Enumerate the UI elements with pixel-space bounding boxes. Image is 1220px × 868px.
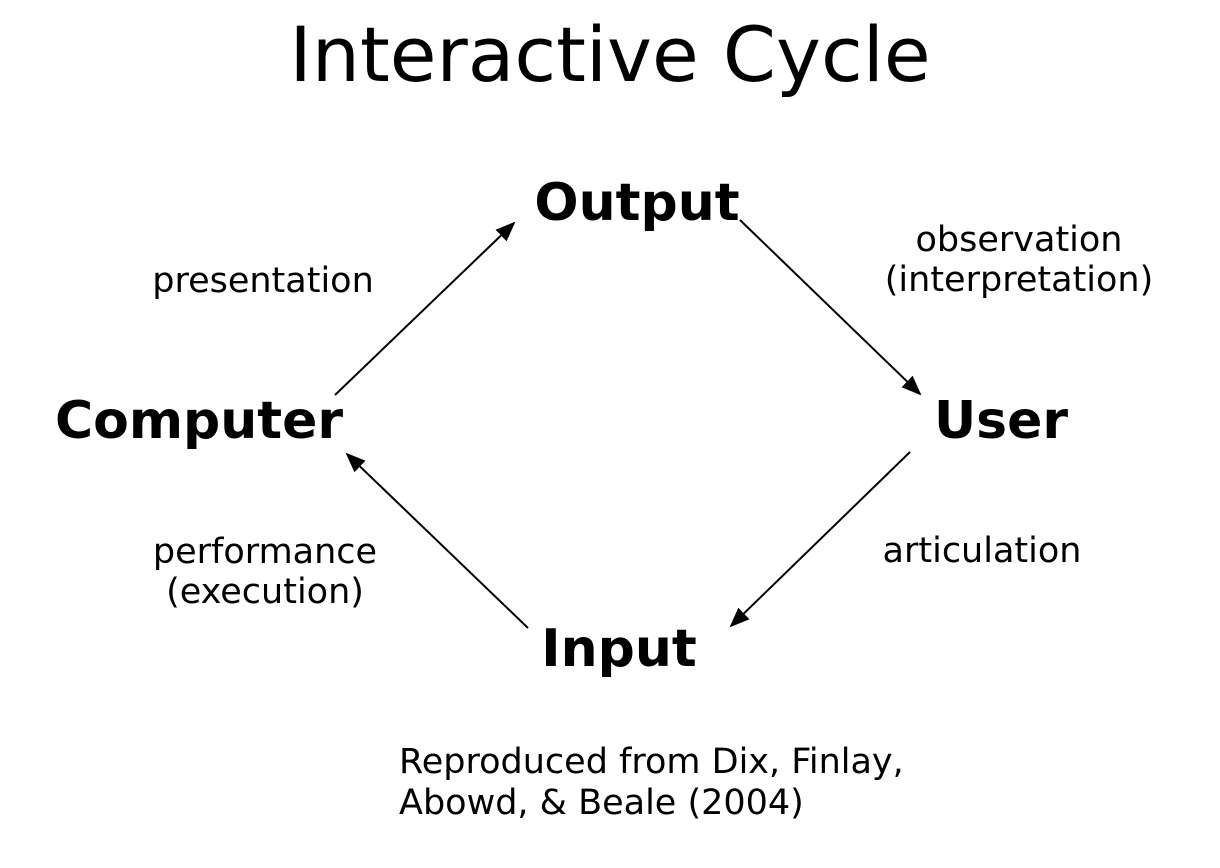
caption: Reproduced from Dix, Finlay, Abowd, & Be… xyxy=(399,742,904,824)
edge-label-articulation: articulation xyxy=(882,531,1082,571)
page-title: Interactive Cycle xyxy=(289,10,931,99)
caption-line1: Reproduced from Dix, Finlay, xyxy=(399,742,904,782)
edge-label-observation-line1: observation xyxy=(915,220,1123,260)
caption-line2: Abowd, & Beale (2004) xyxy=(399,783,804,823)
node-computer: Computer xyxy=(54,391,344,451)
arrow-input-to-computer xyxy=(345,452,529,629)
edge-label-performance: performance (execution) xyxy=(153,532,377,612)
node-user: User xyxy=(933,391,1069,451)
edge-label-performance-line2: (execution) xyxy=(166,572,364,612)
arrow-computer-to-output xyxy=(334,221,516,396)
edge-label-observation: observation (interpretation) xyxy=(885,220,1153,300)
node-input: Input xyxy=(541,619,697,679)
arrow-output-to-user xyxy=(739,219,922,396)
edge-label-observation-line2: (interpretation) xyxy=(884,260,1154,300)
node-output: Output xyxy=(534,173,740,233)
arrow-user-to-input xyxy=(729,451,911,628)
edge-label-presentation: presentation xyxy=(152,261,374,301)
edge-label-performance-line1: performance xyxy=(152,532,378,572)
